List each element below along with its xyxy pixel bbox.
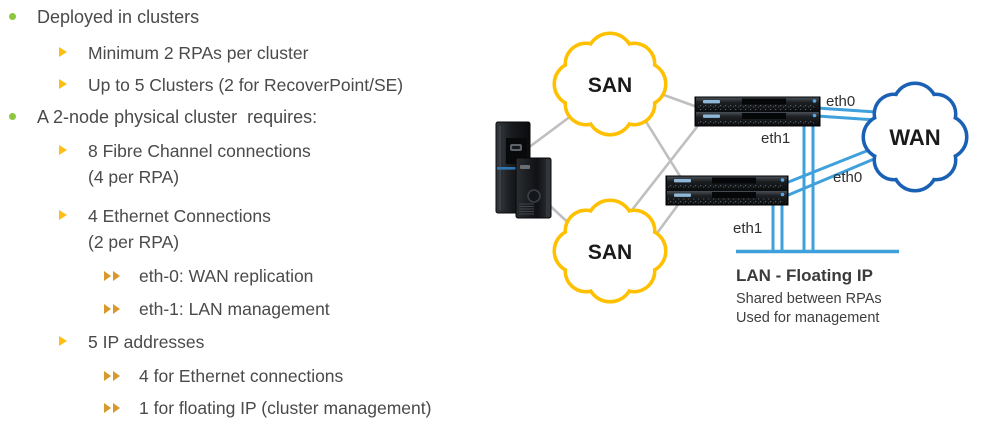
list-item-text: (2 per RPA) <box>88 232 180 252</box>
list-item-text: eth-0: WAN replication <box>139 266 314 286</box>
bullet-dot-icon <box>9 13 16 20</box>
bullet-double-arrow-icon <box>113 371 120 381</box>
list-item: Deployed in clusters <box>0 4 500 30</box>
wan-label: WAN <box>889 125 940 150</box>
network-diagram: SAN SAN <box>495 31 969 326</box>
list-item-text: eth-1: LAN management <box>139 299 330 319</box>
list-item-text: 4 for Ethernet connections <box>139 366 344 386</box>
list-item: Minimum 2 RPAs per cluster <box>0 40 500 66</box>
list-item-text: 5 IP addresses <box>88 332 205 352</box>
san-cloud-top: SAN <box>552 31 668 137</box>
bullet-list: Deployed in clusters Minimum 2 RPAs per … <box>0 4 500 421</box>
list-item-text: 8 Fibre Channel connections <box>88 141 311 161</box>
bullet-double-arrow-icon <box>104 371 111 381</box>
list-item: 1 for floating IP (cluster management) <box>0 395 500 421</box>
bullet-arrow-icon <box>59 336 67 346</box>
list-item: eth-0: WAN replication <box>0 263 500 289</box>
rpa-appliance-2 <box>665 175 789 206</box>
lan-note: LAN - Floating IP Shared between RPAs Us… <box>736 266 882 326</box>
rpa1-eth0-label: eth0 <box>826 93 855 110</box>
list-item-text: Deployed in clusters <box>37 7 200 27</box>
bullet-double-arrow-icon <box>113 271 120 281</box>
ethernet-links <box>736 106 899 254</box>
bullet-double-arrow-icon <box>104 403 111 413</box>
lan-note-line2: Used for management <box>736 310 879 326</box>
rpa1-eth1-label: eth1 <box>761 130 790 147</box>
san-bottom-label: SAN <box>588 241 632 264</box>
san-cloud-bottom: SAN <box>552 198 668 304</box>
list-item: Up to 5 Clusters (2 for RecoverPoint/SE) <box>0 72 500 98</box>
list-item-text: 1 for floating IP (cluster management) <box>139 398 432 418</box>
tower-server-front <box>515 157 552 219</box>
list-item: 8 Fibre Channel connections (4 per RPA) <box>0 138 500 190</box>
san-top-label: SAN <box>588 74 632 97</box>
bullet-double-arrow-icon <box>113 403 120 413</box>
bullet-arrow-icon <box>59 145 67 155</box>
list-item-text: A 2-node physical cluster requires: <box>37 107 318 127</box>
wan-cloud: WAN <box>861 81 969 193</box>
list-item: A 2-node physical cluster requires: <box>0 104 500 130</box>
rpa-appliance-1 <box>694 96 821 127</box>
list-item: eth-1: LAN management <box>0 296 500 322</box>
rpa2-eth1-label: eth1 <box>733 220 762 237</box>
list-item-text: 4 Ethernet Connections <box>88 206 271 226</box>
list-item-text: Minimum 2 RPAs per cluster <box>88 43 309 63</box>
bullet-double-arrow-icon <box>104 304 111 314</box>
lan-note-title: LAN - Floating IP <box>736 266 873 285</box>
bullet-arrow-icon <box>59 47 67 57</box>
list-item: 4 Ethernet Connections (2 per RPA) <box>0 203 500 255</box>
list-item: 5 IP addresses <box>0 329 500 355</box>
bullet-double-arrow-icon <box>113 304 120 314</box>
rpa2-eth0-label: eth0 <box>833 169 862 186</box>
bullet-arrow-icon <box>59 210 67 220</box>
list-item: 4 for Ethernet connections <box>0 363 500 389</box>
lan-note-line1: Shared between RPAs <box>736 291 882 307</box>
bullet-dot-icon <box>9 113 16 120</box>
bullet-double-arrow-icon <box>104 271 111 281</box>
bullet-arrow-icon <box>59 79 67 89</box>
list-item-text: (4 per RPA) <box>88 167 180 187</box>
list-item-text: Up to 5 Clusters (2 for RecoverPoint/SE) <box>88 75 404 95</box>
